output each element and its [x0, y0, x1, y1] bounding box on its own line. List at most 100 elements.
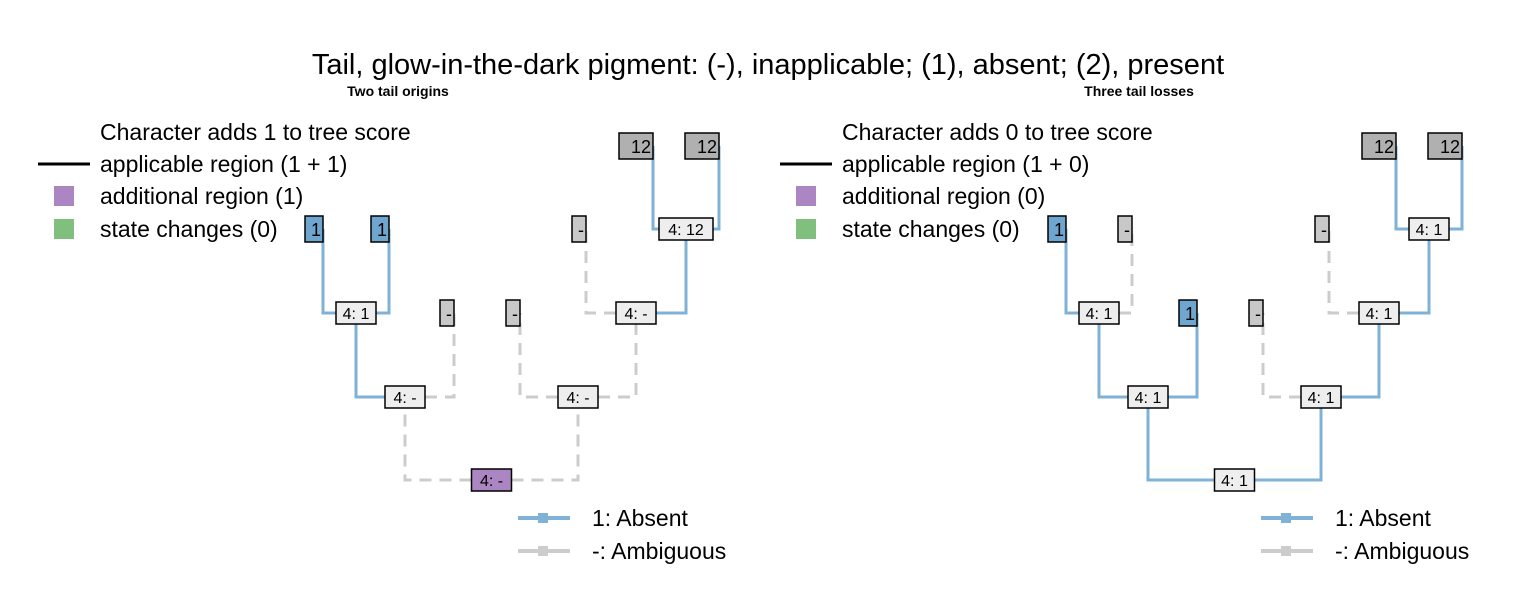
node-label: 4: 1 — [1127, 385, 1169, 409]
node-text: 4: 1 — [1366, 306, 1393, 323]
tip-text: 12 — [1440, 137, 1460, 157]
tip-text: - — [578, 220, 584, 240]
tree-nodes: 1 - 1 - - 12 12 4: 1 4: 1 4: 1 4: 1 4: 1 4: 1 — [1047, 132, 1463, 492]
node-box — [557, 385, 599, 409]
tip-box — [618, 132, 654, 160]
tip-label: 1 — [370, 215, 390, 243]
node-box — [658, 217, 714, 241]
tree-edge-absent — [354, 313, 405, 399]
state-changes-label: state changes (0) — [842, 216, 1020, 242]
tip-label: 1 — [1047, 215, 1067, 243]
state-legend: 1: Absent -: Ambiguous — [518, 505, 726, 564]
additional-region-swatch — [796, 186, 816, 206]
tip-label: 12 — [684, 132, 720, 160]
figure-title: Tail, glow-in-the-dark pigment: (-), ina… — [312, 49, 1224, 81]
tip-label: - — [505, 299, 521, 327]
state-changes-swatch — [54, 219, 74, 239]
tip-box — [1117, 215, 1133, 243]
node-box — [1213, 468, 1256, 492]
tip-box — [571, 215, 587, 243]
node-text: 4: - — [393, 390, 416, 407]
node-text: 4: 1 — [1221, 473, 1248, 490]
node-label: 4: - — [557, 385, 599, 409]
tip-text: 12 — [697, 137, 717, 157]
tip-box — [370, 215, 390, 243]
tree-edge-ambiguous — [491, 397, 580, 482]
tip-box — [505, 299, 521, 327]
tip-text: 1 — [1185, 304, 1195, 324]
node-text: 4: 12 — [668, 222, 704, 239]
score-legend: Character adds 0 to tree score applicabl… — [780, 119, 1153, 242]
tip-label: - — [1117, 215, 1133, 243]
tip-text: 1 — [311, 220, 321, 240]
panel-subtitle: Two tail origins — [347, 83, 449, 99]
node-text: 4: 1 — [343, 306, 370, 323]
node-box — [1408, 217, 1450, 241]
tip-box — [304, 215, 324, 243]
tree-edge-absent — [1097, 313, 1148, 399]
ambiguous-legend-label: -: Ambiguous — [1335, 538, 1469, 564]
tip-label: - — [571, 215, 587, 243]
node-text: 4: - — [624, 306, 647, 323]
node-box — [1358, 301, 1400, 325]
tree-edge-absent — [1234, 397, 1323, 482]
tree-edge-ambiguous — [1327, 229, 1379, 315]
tip-text: 12 — [1374, 137, 1394, 157]
absent-swatch-marker — [538, 513, 548, 523]
tree-edges — [321, 146, 721, 482]
additional-region-label: additional region (1) — [100, 183, 303, 209]
panel-subtitle: Three tail losses — [1084, 83, 1194, 99]
tree-edge-absent — [1321, 313, 1381, 399]
tree-edge-absent — [636, 229, 688, 315]
ambiguous-legend-label: -: Ambiguous — [592, 538, 726, 564]
node-label: 4: - — [615, 301, 657, 325]
tree-edge-absent — [1146, 397, 1235, 482]
tip-box — [439, 299, 455, 327]
tree-edge-ambiguous — [405, 313, 456, 399]
ambiguous-swatch-marker — [1281, 546, 1291, 556]
node-text: 4: - — [566, 390, 589, 407]
tip-box — [1047, 215, 1067, 243]
node-label: 4: 1 — [335, 301, 377, 325]
tip-box — [1178, 299, 1198, 327]
tip-text: - — [446, 304, 452, 324]
node-box — [335, 301, 377, 325]
tip-text: - — [1255, 304, 1261, 324]
tree-nodes: 1 1 - - - 12 12 4: 1 4: 12 4: - 4: - 4: - 4: - — [304, 132, 720, 492]
tip-box — [1361, 132, 1397, 160]
tree-edge-absent — [1394, 146, 1429, 231]
ambiguous-swatch-marker — [538, 546, 548, 556]
node-box — [470, 468, 513, 492]
node-label: 4: - — [470, 468, 513, 492]
tip-label: - — [1314, 215, 1330, 243]
absent-swatch-marker — [1281, 513, 1291, 523]
tip-text: - — [1321, 220, 1327, 240]
tip-box — [1427, 132, 1463, 160]
tree-edge-ambiguous — [584, 229, 636, 315]
node-label: 4: 1 — [1358, 301, 1400, 325]
node-label: 4: 1 — [1078, 301, 1120, 325]
panel-three-tail-losses: Three tail losses Character adds 0 to tr… — [780, 83, 1469, 564]
node-text: 4: 1 — [1086, 306, 1113, 323]
additional-region-label: additional region (0) — [842, 183, 1045, 209]
node-text: 4: 1 — [1135, 390, 1162, 407]
tree-edge-absent — [321, 229, 356, 315]
node-box — [384, 385, 426, 409]
tip-text: - — [512, 304, 518, 324]
tip-text: 12 — [631, 137, 651, 157]
node-text: 4: 1 — [1308, 390, 1335, 407]
applicable-region-label: applicable region (1 + 0) — [842, 151, 1089, 177]
panel-two-tail-origins: Two tail origins Character adds 1 to tre… — [38, 83, 726, 564]
node-label: 4: - — [384, 385, 426, 409]
tree-edge-ambiguous — [403, 397, 492, 482]
applicable-region-label: applicable region (1 + 1) — [100, 151, 347, 177]
tip-text: - — [1124, 220, 1130, 240]
tree-edge-ambiguous — [1261, 313, 1321, 399]
tip-label: 12 — [1361, 132, 1397, 160]
node-box — [1300, 385, 1342, 409]
state-changes-swatch — [796, 219, 816, 239]
node-label: 4: 1 — [1408, 217, 1450, 241]
tip-box — [1248, 299, 1264, 327]
tip-label: 12 — [1427, 132, 1463, 160]
